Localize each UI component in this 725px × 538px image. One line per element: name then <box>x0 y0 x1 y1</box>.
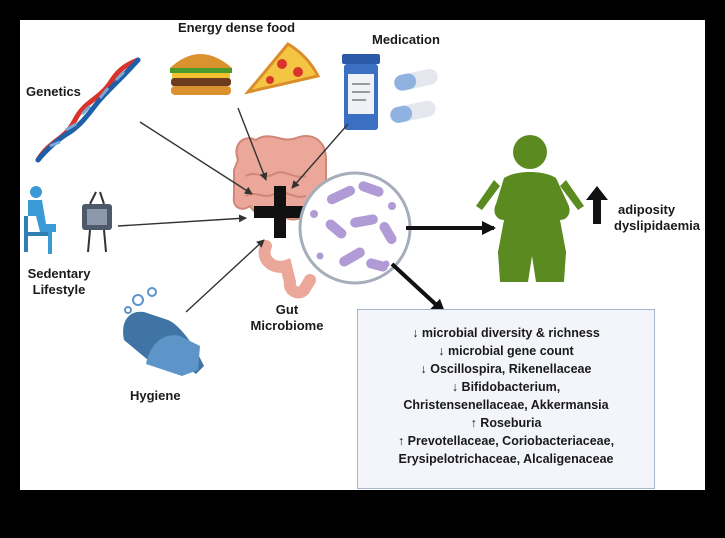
input-arrows <box>117 107 349 313</box>
medication-label: Medication <box>372 32 440 47</box>
plus-icon <box>254 186 306 238</box>
finding-line: ↑ Roseburia <box>470 416 542 430</box>
finding-line: ↓ microbial gene count <box>438 344 574 358</box>
finding-line: Christensenellaceae, Akkermansia <box>403 398 609 412</box>
up-arrow-icon <box>586 186 608 224</box>
pizza-icon <box>244 42 321 95</box>
finding-line: Erysipelotrichaceae, Alcaligenaceae <box>398 452 614 466</box>
bacteria-magnifier-icon <box>298 171 412 285</box>
tv-viewer-icon <box>24 186 112 254</box>
sedentary-label-line1: Sedentary <box>27 266 91 281</box>
hygiene-label: Hygiene <box>130 388 181 403</box>
capsule-icon <box>390 68 438 123</box>
finding-line: ↓ microbial diversity & richness <box>412 326 600 340</box>
finding-line: ↑ Prevotellaceae, Coriobacteriaceae, <box>397 434 615 448</box>
diagram-canvas: Energy dense food Medication Genetics Se… <box>20 20 705 490</box>
pill-bottle-icon <box>342 54 380 130</box>
sedentary-label: Sedentary Lifestyle <box>20 266 98 298</box>
adiposity-label: adiposity <box>618 202 676 217</box>
dna-icon <box>35 57 141 163</box>
gut-label-line2: Microbiome <box>250 318 324 333</box>
hands-washing-icon <box>123 287 204 376</box>
gut-microbiome-label: Gut Microbiome <box>242 302 332 334</box>
burger-icon <box>170 54 232 95</box>
energy-food-label: Energy dense food <box>178 20 296 35</box>
outcome-arrows <box>390 221 496 314</box>
sedentary-label-line2: Lifestyle <box>32 282 86 297</box>
finding-line: ↓ Bifidobacterium, <box>451 380 561 394</box>
person-silhouette-icon <box>476 135 584 282</box>
microbiome-findings-box: ↓ microbial diversity & richness ↓ micro… <box>357 309 655 489</box>
diagram-graphics <box>24 42 608 376</box>
genetics-label: Genetics <box>26 84 81 99</box>
dyslipidaemia-label: dyslipidaemia <box>614 218 700 233</box>
finding-line: ↓ Oscillospira, Rikenellaceae <box>420 362 592 376</box>
gut-label-line1: Gut <box>275 302 299 317</box>
